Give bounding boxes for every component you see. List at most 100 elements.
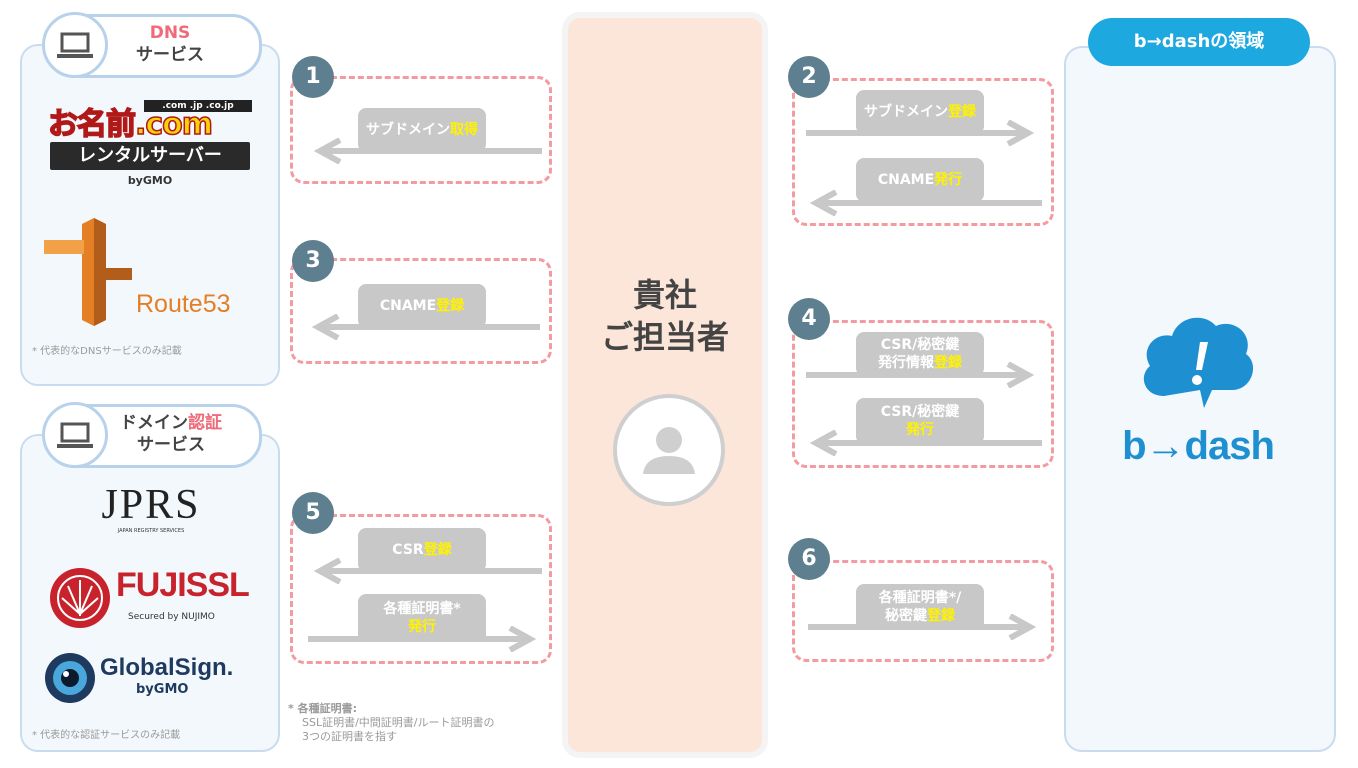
step5-label1-a: CSR: [392, 542, 424, 558]
step1-label-a: サブドメイン: [366, 122, 450, 138]
avatar: [613, 394, 725, 506]
step1-box: [290, 76, 552, 184]
onamae-top: お名前.com: [47, 107, 214, 143]
step5-arrow-right: [308, 626, 537, 652]
onamae-by: byGMO: [127, 174, 173, 187]
onamae-sub: レンタルサーバー: [50, 142, 250, 170]
step3-box: [290, 258, 552, 364]
step5-arrow-left: [313, 558, 542, 584]
globalsign-logo-by: byGMO: [136, 682, 189, 697]
step2-label1-line: サブドメイン登録: [856, 103, 984, 121]
step3-label-line: CNAME登録: [358, 297, 486, 315]
step6-label-b2: 登録: [927, 608, 955, 624]
step4-label2: CSR/秘密鍵 発行: [856, 398, 984, 444]
fujissl-logo-text: FUJISSL: [116, 566, 250, 604]
step2-number: 2: [788, 56, 830, 98]
step2-arrow-left: [809, 190, 1042, 216]
step6-label-a: 各種証明書*/: [878, 590, 962, 606]
step6-arrow-right: [808, 614, 1037, 640]
step4-label1-b1: 発行情報: [878, 355, 934, 371]
step3-label-a: CNAME: [379, 298, 437, 314]
bdash-logo-text: b→dash: [1122, 424, 1275, 468]
footnote: * 各種証明書: SSL証明書/中間証明書/ルート証明書の 3つの証明書を指す: [288, 702, 495, 744]
step2-label1-a: サブドメイン: [864, 104, 948, 120]
auth-title-line1: ドメイン認証: [104, 412, 238, 434]
fujissl-emblem: [50, 568, 110, 628]
step5-label2: 各種証明書* 発行: [358, 594, 486, 642]
footnote-title: * 各種証明書:: [288, 702, 357, 715]
step4-arrow-right: [806, 362, 1035, 388]
dns-title-line2: サービス: [136, 45, 204, 65]
fujissl-logo-sub: Secured by NUJIMO: [128, 612, 215, 622]
auth-title-ninsho: 認証: [188, 413, 222, 433]
dns-icon-circle: [42, 12, 108, 78]
auth-title-line2: サービス: [137, 435, 205, 455]
step6-number: 6: [788, 538, 830, 580]
step2-label2: CNAME発行: [856, 158, 984, 202]
step2-label2-line: CNAME発行: [856, 171, 984, 189]
auth-note: * 代表的な認証サービスのみ記載: [32, 730, 181, 741]
auth-title-domain: ドメイン: [120, 413, 188, 433]
step4-label2-a: CSR/秘密鍵: [880, 404, 960, 420]
route53-label: Route53: [136, 290, 231, 318]
step3-label-b: 登録: [436, 298, 465, 314]
step6-label-b-line: 秘密鍵登録: [856, 607, 984, 625]
laptop-icon: [57, 422, 93, 448]
step4-number: 4: [788, 298, 830, 340]
step4-label1-a: CSR/秘密鍵: [880, 337, 960, 353]
dns-note: * 代表的なDNSサービスのみ記載: [32, 346, 182, 357]
step1-label: サブドメイン取得: [358, 108, 486, 152]
step2-label2-b: 発行: [934, 172, 963, 188]
step6-label-b1: 秘密鍵: [885, 608, 927, 624]
onamae-domains: .com .jp .co.jp: [144, 100, 252, 112]
jprs-logo: JPRS JAPAN REGISTRY SERVICES: [96, 482, 206, 542]
person-column: [568, 18, 762, 752]
step5-number: 5: [292, 492, 334, 534]
auth-title: ドメイン認証 サービス: [104, 412, 238, 456]
globalsign-logo-text: GlobalSign.: [100, 654, 234, 681]
person-title: 貴社 ご担当者: [568, 274, 762, 358]
footnote-line2: 3つの証明書を指す: [302, 730, 397, 743]
step5-label2-b: 発行: [408, 619, 436, 635]
route53-logo-mark: [44, 218, 132, 326]
onamae-logo: .com .jp .co.jp お名前.com レンタルサーバー byGMO: [47, 100, 252, 190]
step6-box: [792, 560, 1054, 662]
dns-title: DNS サービス: [110, 22, 230, 66]
step1-arrow-left: [313, 138, 542, 164]
step2-label2-a: CNAME: [877, 172, 935, 188]
step1-label-b: 取得: [450, 122, 478, 138]
step2-label1: サブドメイン登録: [856, 90, 984, 134]
dns-title-line1: DNS: [149, 23, 191, 43]
step2-box: [792, 78, 1054, 226]
user-icon: [643, 427, 695, 474]
step5-box: [290, 514, 552, 664]
footnote-line1: SSL証明書/中間証明書/ルート証明書の: [302, 716, 495, 729]
step6-label: 各種証明書*/ 秘密鍵登録: [856, 584, 984, 630]
step3-number: 3: [292, 240, 334, 282]
step4-arrow-left: [809, 430, 1042, 456]
jprs-logo-sub: JAPAN REGISTRY SERVICES: [117, 528, 185, 534]
auth-icon-circle: [42, 402, 108, 468]
person-title-line1: 貴社: [632, 276, 697, 314]
jprs-logo-text: JPRS: [101, 482, 201, 528]
laptop-icon: [57, 32, 93, 58]
step2-label1-b: 登録: [948, 104, 976, 120]
step4-label1-b2: 登録: [934, 355, 962, 371]
step4-label1: CSR/秘密鍵 発行情報登録: [856, 332, 984, 376]
step2-arrow-right: [806, 120, 1035, 146]
step4-box: [792, 320, 1054, 468]
bdash-panel: [1064, 46, 1336, 752]
step3-label: CNAME登録: [358, 284, 486, 328]
step1-label-line: サブドメイン取得: [358, 121, 486, 139]
step3-arrow-left: [311, 314, 540, 340]
bdash-area-pill: b→dashの領域: [1088, 18, 1310, 66]
step4-label1-b-line: 発行情報登録: [856, 354, 984, 372]
dns-panel: [20, 44, 280, 386]
step5-label1-line: CSR登録: [358, 541, 486, 559]
bdash-cloud-icon: [1143, 317, 1254, 408]
person-title-line2: ご担当者: [600, 318, 729, 356]
step4-label2-b: 発行: [906, 422, 934, 438]
globalsign-emblem: [45, 653, 95, 703]
step5-label2-a: 各種証明書*: [383, 601, 461, 617]
step1-number: 1: [292, 56, 334, 98]
